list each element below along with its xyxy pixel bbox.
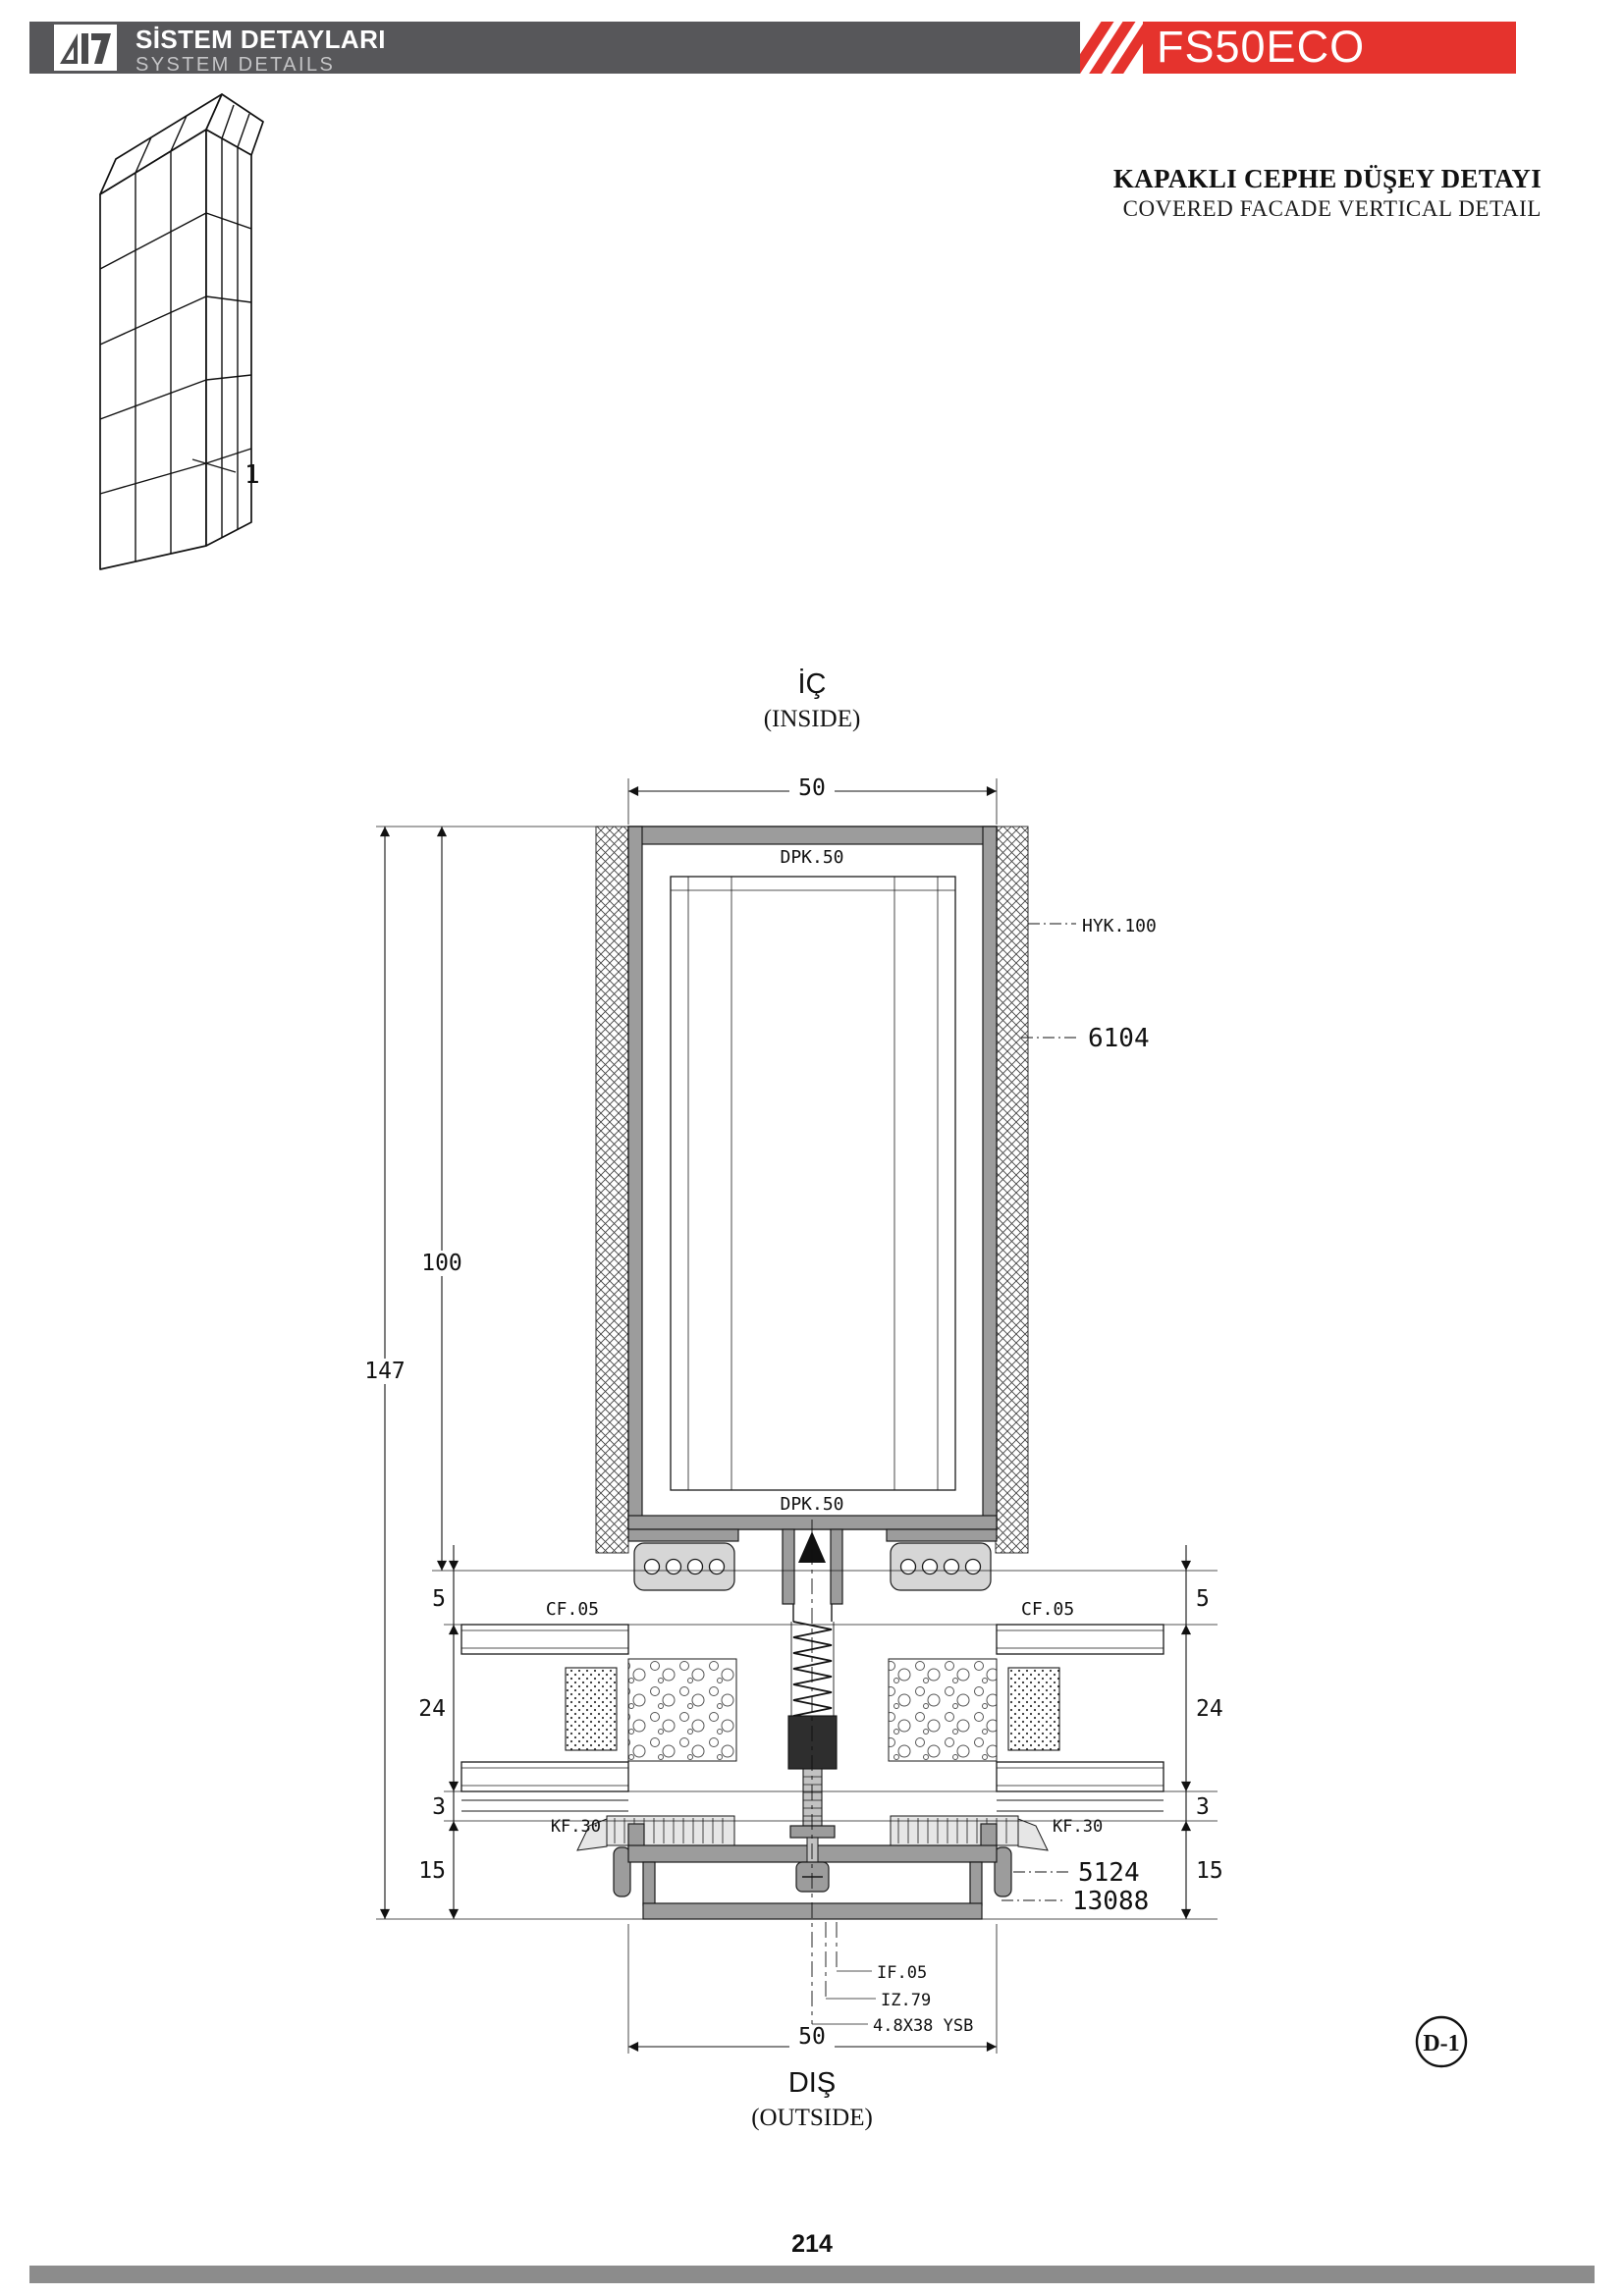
label-insulation-bar: IZ.79 [881,1991,931,2010]
cover-cap-profile [613,1823,1012,1920]
label-cap-gasket-right: KF.30 [1053,1817,1103,1837]
glass-unit-left [460,1624,629,1812]
outside-label-tr: DIŞ [788,2067,836,2099]
brand-text-block: SİSTEM DETAYLARI SYSTEM DETAILS [135,25,386,77]
detail-title-block: KAPAKLI CEPHE DÜŞEY DETAYI COVERED FACAD… [1112,164,1542,222]
label-cover-plate-bottom: DPK.50 [780,1494,843,1515]
fixing-screw [787,1604,838,1893]
spacer-bar-left [565,1667,618,1751]
label-pressure-profile: 6104 [1088,1024,1150,1053]
dim-total-height: 147 [364,1359,406,1384]
dim-clamp-gap-right: 5 [1196,1586,1210,1612]
gasket-strip-right [995,826,1029,1554]
detail-title-en: COVERED FACADE VERTICAL DETAIL [1122,195,1542,221]
callout-leader [191,458,237,473]
label-cap-base-profile: 13088 [1072,1887,1149,1916]
extension-lines [376,778,1218,2054]
label-inner-gasket: IF.05 [877,1963,927,1983]
spacer-bar-right [1007,1667,1060,1751]
footer-bar [29,2266,1595,2283]
inside-label-en: (INSIDE) [764,706,861,732]
annotations: DPK.50 DPK.50 HYK.100 6104 CF.05 CF.05 K… [546,847,1157,2036]
outside-label-en: (OUTSIDE) [751,2105,873,2131]
gasket-strip-left [595,826,629,1554]
brand-417-logo-icon [54,25,117,71]
dim-frame-depth: 100 [421,1251,462,1276]
dim-glazing-right: 24 [1196,1696,1223,1722]
product-code-badge: FS50ECO [1143,22,1516,74]
logo-glyph [60,33,111,64]
clamp-gaskets [627,1528,998,1605]
inside-label-tr: İÇ [798,667,827,700]
screw-thread [792,1621,833,1717]
dim-gasket-left: 3 [432,1794,446,1820]
page-number: 214 [791,2230,833,2258]
overview-callout-label: 1 [244,460,260,490]
screw-tip [798,1531,826,1563]
detail-reference-label: D-1 [1423,2031,1459,2056]
overview-isometric-drawing: 1 [99,93,264,570]
detail-title-tr: KAPAKLI CEPHE DÜŞEY DETAYI [1112,164,1542,193]
foam-seal-left [627,1658,737,1762]
foam-seals [627,1658,998,1762]
dim-cover-cap-right: 15 [1196,1858,1223,1884]
mullion-profile-body [627,826,998,1530]
dim-top-width: 50 [798,775,826,801]
label-cap-profile: 5124 [1078,1858,1140,1888]
dim-bottom-width: 50 [798,2024,826,2050]
screw-washer [789,1825,836,1839]
thread-engagement-block [787,1715,838,1770]
foam-seal-right [888,1658,998,1762]
label-cap-gasket-left: KF.30 [551,1817,601,1837]
dimension-lines: 50 147 100 5 24 3 15 5 24 3 [362,774,1223,2053]
dim-glazing-left: 24 [418,1696,446,1722]
dim-cover-cap-left: 15 [418,1858,446,1884]
label-clamp-gasket-left: CF.05 [546,1599,599,1620]
detail-reference-bubble: D-1 [1415,2015,1468,2068]
header-bar: SİSTEM DETAYLARI SYSTEM DETAILS [29,22,1080,77]
brand-subtitle: SYSTEM DETAILS [135,54,336,77]
label-frame-profile: HYK.100 [1082,916,1157,936]
dim-gasket-right: 3 [1196,1794,1210,1820]
screw-channel-wall-left [782,1528,795,1605]
label-cover-plate-top: DPK.50 [780,847,843,868]
product-code: FS50ECO [1157,22,1366,72]
brand-title: SİSTEM DETAYLARI [135,25,386,54]
glass-unit-right [996,1624,1164,1812]
label-clamp-gasket-right: CF.05 [1021,1599,1074,1620]
label-screw-spec: 4.8X38 YSB [873,2016,973,2036]
screw-channel-wall-right [830,1528,843,1605]
glazing-gasket-strips [595,826,1029,1554]
dim-clamp-gap-left: 5 [432,1586,446,1612]
